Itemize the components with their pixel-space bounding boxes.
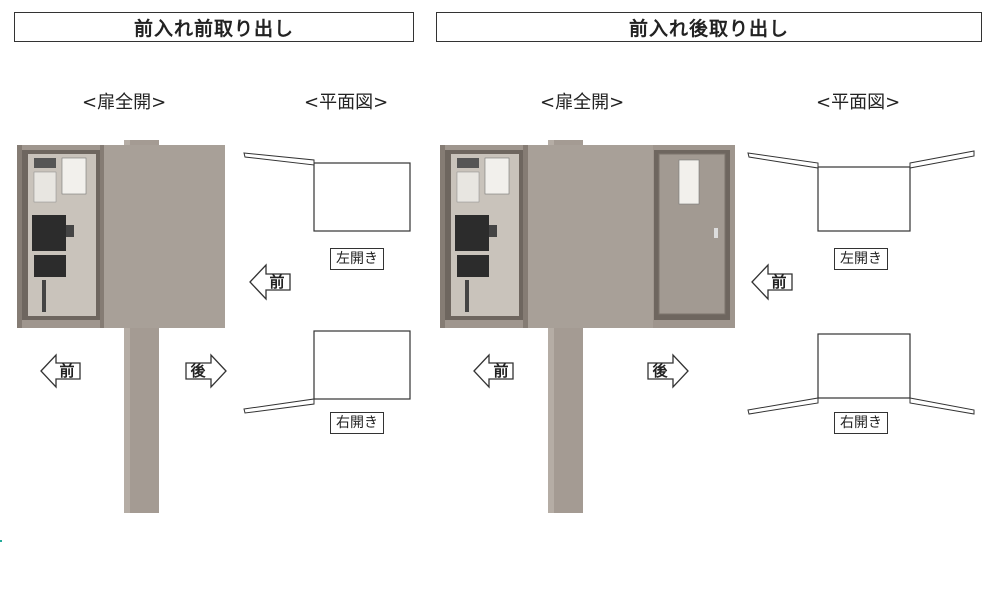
plan-front-arrow-label: 前 <box>269 273 285 291</box>
right-open-label: 右開き <box>330 412 384 434</box>
plan-box-left-open <box>313 162 411 232</box>
front-arrow-label: 前 <box>59 362 75 380</box>
right-open-label: 右開き <box>834 412 888 434</box>
left-open-label: 左開き <box>834 248 888 270</box>
plan-box-right-open <box>817 333 911 399</box>
front-arrow-shape <box>473 353 514 389</box>
plan-box-left-open <box>817 166 911 232</box>
section-front-in-front-out: 前入れ前取り出し <扉全開> <平面図> <box>14 0 494 589</box>
plan-box-right-open <box>313 330 411 400</box>
edge-mark <box>0 540 2 542</box>
open-view-heading: <扉全開> <box>82 92 167 113</box>
lock-mechanism <box>32 215 66 251</box>
open-view-heading: <扉全開> <box>540 92 625 113</box>
plan-front-arrow-shape <box>751 263 793 301</box>
back-arrow-shape <box>185 353 227 389</box>
section-front-in-back-out: 前入れ後取り出し <扉全開> <平面図> <box>436 0 982 589</box>
plan-front-arrow-shape <box>249 263 291 301</box>
plan-view-heading: <平面図> <box>816 92 901 113</box>
section-title: 前入れ前取り出し <box>14 12 414 42</box>
section-title: 前入れ後取り出し <box>436 12 982 42</box>
plan-front-arrow-label: 前 <box>771 273 787 291</box>
rear-door-handle <box>714 228 718 238</box>
lock-mechanism <box>455 215 489 251</box>
left-open-label: 左開き <box>330 248 384 270</box>
mailbox-illustration <box>440 140 975 513</box>
back-arrow-label: 後 <box>652 362 668 380</box>
rear-door-sticker <box>678 159 700 205</box>
instruction-sticker <box>61 157 87 195</box>
plan-view-heading: <平面図> <box>304 92 389 113</box>
back-arrow-shape <box>647 353 689 389</box>
front-arrow-label: 前 <box>493 362 509 380</box>
back-arrow-label: 後 <box>190 362 206 380</box>
front-arrow-shape <box>40 353 81 389</box>
mailbox-illustration <box>17 140 411 513</box>
